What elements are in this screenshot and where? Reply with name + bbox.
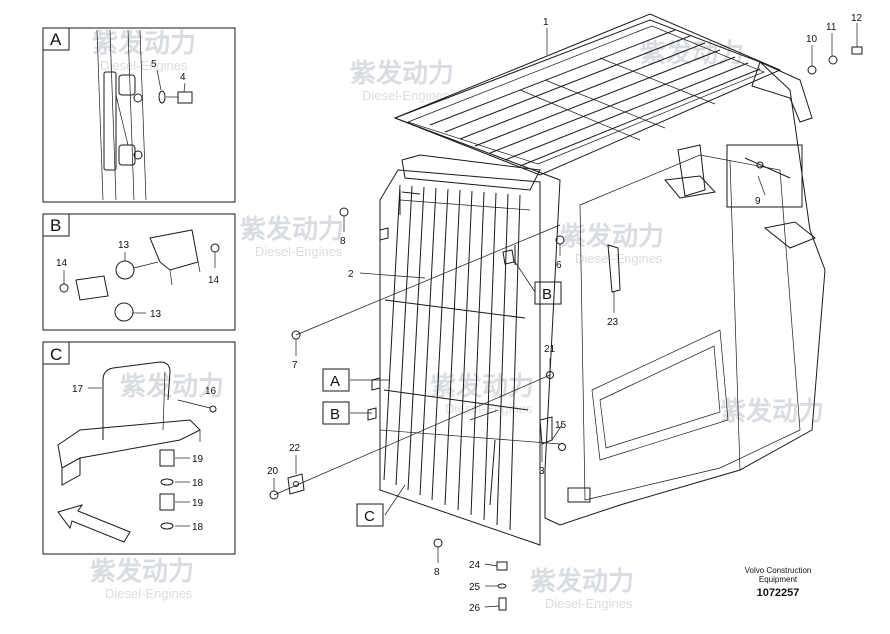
callout-6: 6 <box>556 260 562 271</box>
main-callouts: 1 10 11 12 9 8 6 2 23 7 21 15 3 22 20 8 … <box>267 13 863 614</box>
callout-24: 24 <box>469 560 481 571</box>
callout-18: 18 <box>192 522 204 533</box>
view-label-b: B <box>330 406 340 423</box>
watermark-brand: 紫发动力 <box>120 371 224 401</box>
watermark-brand: 紫发动力 <box>240 214 344 244</box>
footer-line1: Volvo Construction <box>744 566 812 575</box>
callout-11: 11 <box>826 22 837 33</box>
callout-12: 12 <box>851 13 863 24</box>
callout-23: 23 <box>607 317 619 328</box>
callout-10: 10 <box>806 34 818 45</box>
view-labels: B A B C <box>322 281 562 527</box>
callout-14: 14 <box>56 258 68 269</box>
callout-8: 8 <box>434 567 440 578</box>
inset-c: C 17 16 19 18 19 18 <box>42 341 236 555</box>
cab-assembly <box>269 13 863 611</box>
footer-credit: Volvo Construction Equipment 1072257 <box>720 566 836 599</box>
callout-15: 15 <box>555 420 567 431</box>
inset-a-letter: A <box>50 30 62 49</box>
inset-b-letter: B <box>50 216 61 235</box>
callout-9: 9 <box>755 196 761 207</box>
callout-26: 26 <box>469 603 481 614</box>
view-label-a: A <box>330 373 340 390</box>
inset-c-letter: C <box>50 345 62 364</box>
callout-19: 19 <box>192 454 204 465</box>
watermark-brand: 紫发动力 <box>720 396 824 426</box>
watermark-brand: 紫发动力 <box>640 38 744 68</box>
callout-4: 4 <box>180 72 186 83</box>
callout-22: 22 <box>289 443 301 454</box>
callout-3: 3 <box>539 466 545 477</box>
callout-14: 14 <box>208 275 220 286</box>
watermark-brand: 紫发动力 <box>350 58 454 88</box>
watermark-brand: 紫发动力 <box>92 28 196 58</box>
callout-17: 17 <box>72 384 84 395</box>
callout-21: 21 <box>544 344 556 355</box>
callout-1: 1 <box>543 17 549 28</box>
watermark-sub: Diesel-Engines <box>255 244 343 259</box>
watermark-sub: Diesel-Engines <box>362 88 450 103</box>
watermark-sub: Diesel-Engines <box>100 58 188 73</box>
inset-a: A 5 4 <box>42 27 236 203</box>
leader-lines <box>273 28 615 608</box>
watermark-sub: Diesel-Engines <box>105 586 193 601</box>
callout-25: 25 <box>469 582 481 593</box>
watermark-sub: Diesel-Engines <box>545 596 633 611</box>
watermark-brand: 紫发动力 <box>430 371 534 401</box>
callout-5: 5 <box>151 59 157 70</box>
callout-20: 20 <box>267 466 279 477</box>
watermark-sub: Diesel-Engines <box>445 401 533 416</box>
view-label-b: B <box>542 286 552 303</box>
callout-2: 2 <box>348 269 354 280</box>
inset-b: B 13 14 14 13 <box>42 213 236 331</box>
callout-16: 16 <box>205 386 217 397</box>
callout-7: 7 <box>292 360 298 371</box>
callout-13: 13 <box>150 309 162 320</box>
watermark-brand: 紫发动力 <box>90 556 194 586</box>
watermark-brand: 紫发动力 <box>530 566 634 596</box>
callout-8: 8 <box>340 236 346 247</box>
direction-arrow-icon <box>57 504 131 543</box>
watermark: 紫发动力 Diesel-Engines 紫发动力 Diesel-Engines … <box>90 28 824 611</box>
drawing-code: 1072257 <box>756 587 800 599</box>
footer-line2: Equipment <box>758 575 798 584</box>
view-label-c: C <box>364 508 375 525</box>
callout-18: 18 <box>192 478 204 489</box>
callout-19: 19 <box>192 498 204 509</box>
callout-13: 13 <box>118 240 130 251</box>
